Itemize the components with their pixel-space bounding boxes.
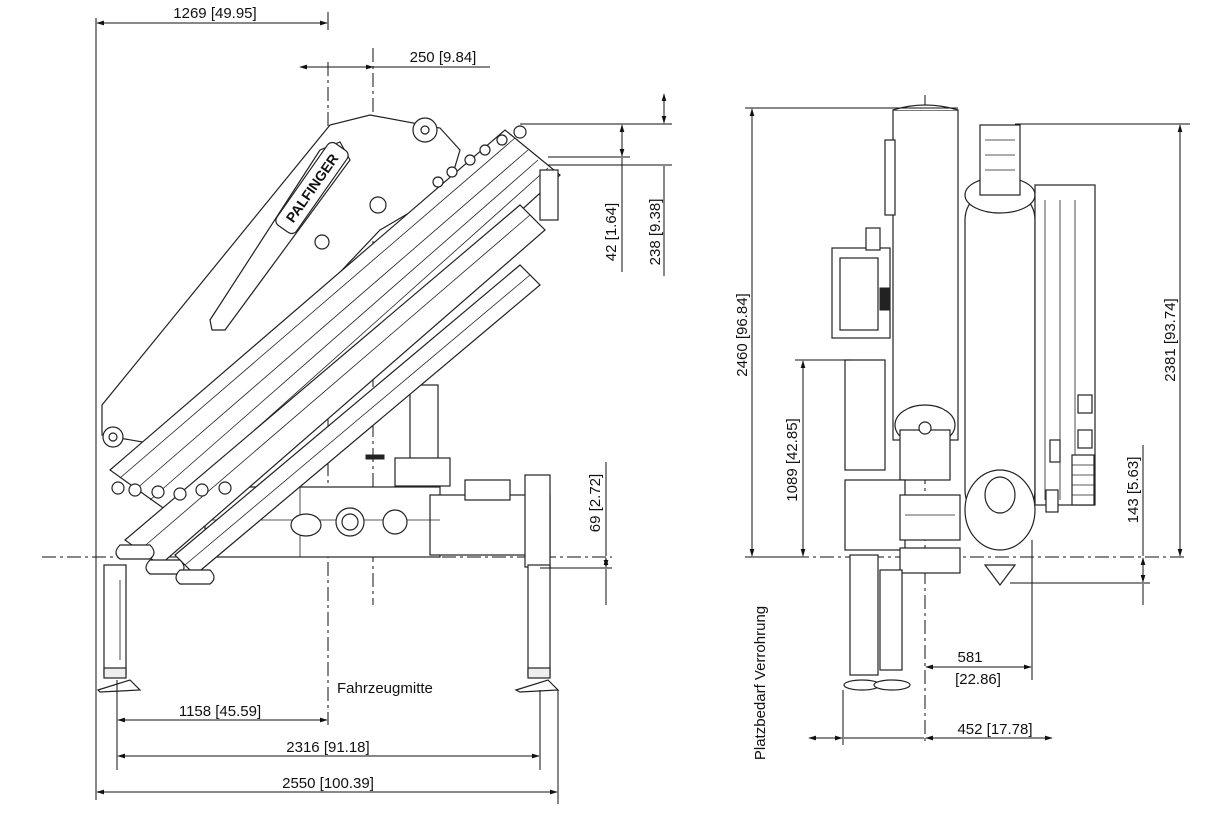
dim-2316: 2316 [91.18]: [117, 690, 541, 770]
dim-2460-label: 2460 [96.84]: [734, 293, 751, 376]
dim-1089-label: 1089 [42.85]: [784, 418, 801, 501]
vehicle-center-label: Fahrzeugmitte: [337, 680, 433, 697]
front-view: 2460 [96.84] 1089 [42.85] 2381 [93.74] 1…: [734, 95, 1190, 760]
dim-238-label: 238 [9.38]: [647, 199, 664, 266]
dim-452: 452 [17.78]: [808, 690, 1053, 745]
crane-column: [844, 104, 961, 574]
side-view: PALFINGER: [42, 5, 672, 804]
main-boom: PALFINGER: [101, 114, 461, 448]
dim-2460: 2460 [96.84]: [734, 107, 958, 558]
dim-1158-label: 1158 [45.59]: [179, 703, 261, 720]
dim-581-inch-label: [22.86]: [955, 671, 1001, 688]
dim-581: 581 [22.86]: [925, 540, 1033, 688]
stabilizer-left: [96, 564, 142, 693]
extension-boom-front: [964, 124, 1096, 586]
dim-2381: 2381 [93.74]: [1015, 123, 1190, 557]
dim-2316-label: 2316 [91.18]: [286, 739, 369, 756]
stabilizer-right: [514, 564, 560, 693]
dim-1269: 1269 [49.95]: [95, 5, 329, 800]
dim-1089: 1089 [42.85]: [784, 359, 850, 557]
dim-69: 69 [2.72]: [540, 462, 612, 605]
dim-42-238: 42 [1.64] 238 [9.38]: [520, 93, 672, 276]
dim-250: 250 [9.84]: [299, 49, 490, 70]
dim-1158: 1158 [45.59]: [116, 680, 328, 770]
dim-1269-label: 1269 [49.95]: [173, 5, 256, 22]
dim-2381-label: 2381 [93.74]: [1162, 298, 1179, 381]
dim-143: 143 [5.63]: [1010, 445, 1150, 605]
dim-143-label: 143 [5.63]: [1125, 457, 1142, 524]
extension-booms: [109, 125, 561, 585]
dim-69-label: 69 [2.72]: [587, 474, 604, 532]
dim-250-label: 250 [9.84]: [410, 49, 477, 66]
space-requirement-label: Platzbedarf Verrohrung: [752, 606, 769, 760]
dim-42-label: 42 [1.64]: [603, 203, 620, 261]
dim-452-label: 452 [17.78]: [957, 721, 1032, 738]
dim-2550: 2550 [100.39]: [96, 690, 559, 804]
control-box: [831, 227, 891, 339]
dim-581-label: 581: [957, 649, 982, 666]
front-stabilizer-leg: [843, 554, 911, 691]
crane-base: [204, 384, 551, 568]
dim-2550-label: 2550 [100.39]: [282, 775, 374, 792]
